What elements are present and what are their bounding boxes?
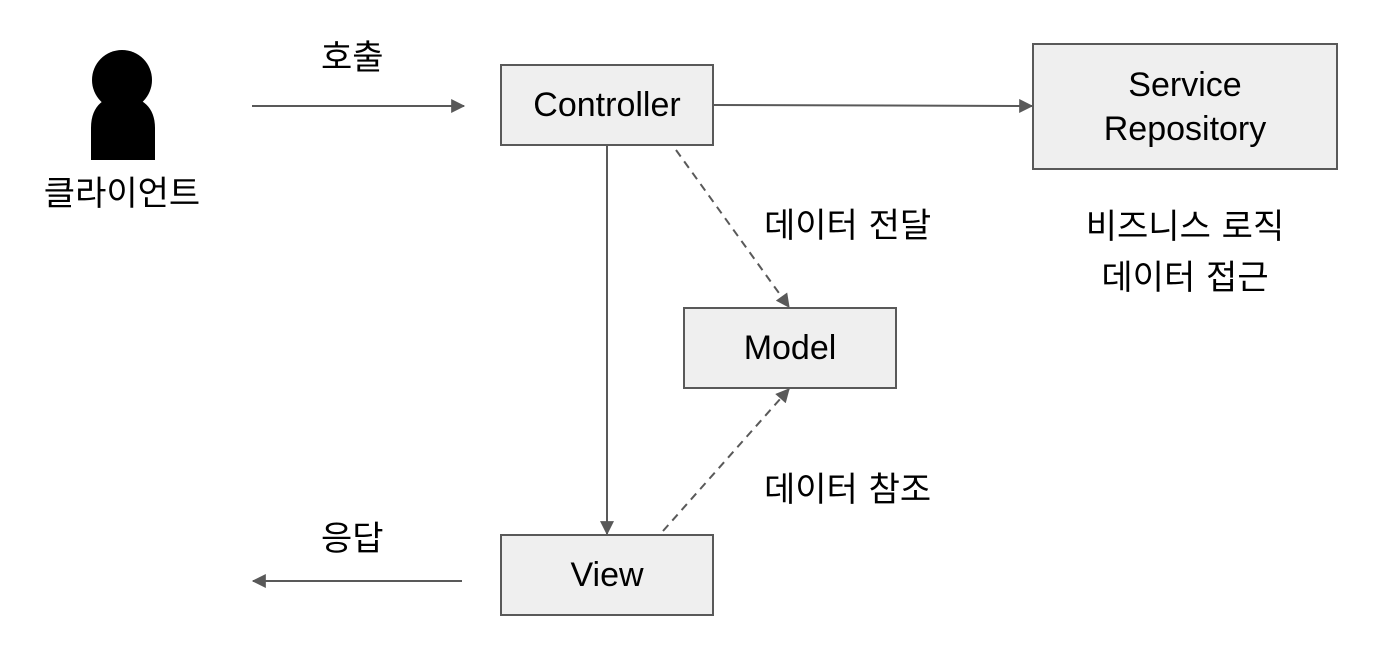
service-node: Service Repository — [1032, 43, 1338, 170]
service-label: Service — [1128, 65, 1242, 104]
model-label: Model — [743, 329, 837, 367]
controller-to-service-arrow — [713, 98, 1034, 113]
ref-data-label: 데이터 참조 — [764, 470, 932, 510]
model-node: Model — [683, 307, 897, 389]
data-access-label: 데이터 접근 — [1101, 258, 1269, 298]
controller-node: Controller — [500, 64, 714, 146]
ref-data-arrow — [662, 388, 790, 532]
controller-label: Controller — [533, 86, 681, 124]
actor-label: 클라이언트 — [43, 174, 201, 214]
view-node: View — [500, 534, 714, 616]
person-icon — [91, 50, 155, 160]
view-label: View — [570, 556, 644, 594]
response-label: 응답 — [321, 519, 384, 559]
business-logic-label: 비즈니스 로직 — [1085, 207, 1285, 247]
repository-label: Repository — [1103, 109, 1267, 148]
pass-data-arrow — [675, 149, 790, 308]
pass-data-label: 데이터 전달 — [764, 206, 932, 246]
call-label: 호출 — [321, 38, 384, 78]
